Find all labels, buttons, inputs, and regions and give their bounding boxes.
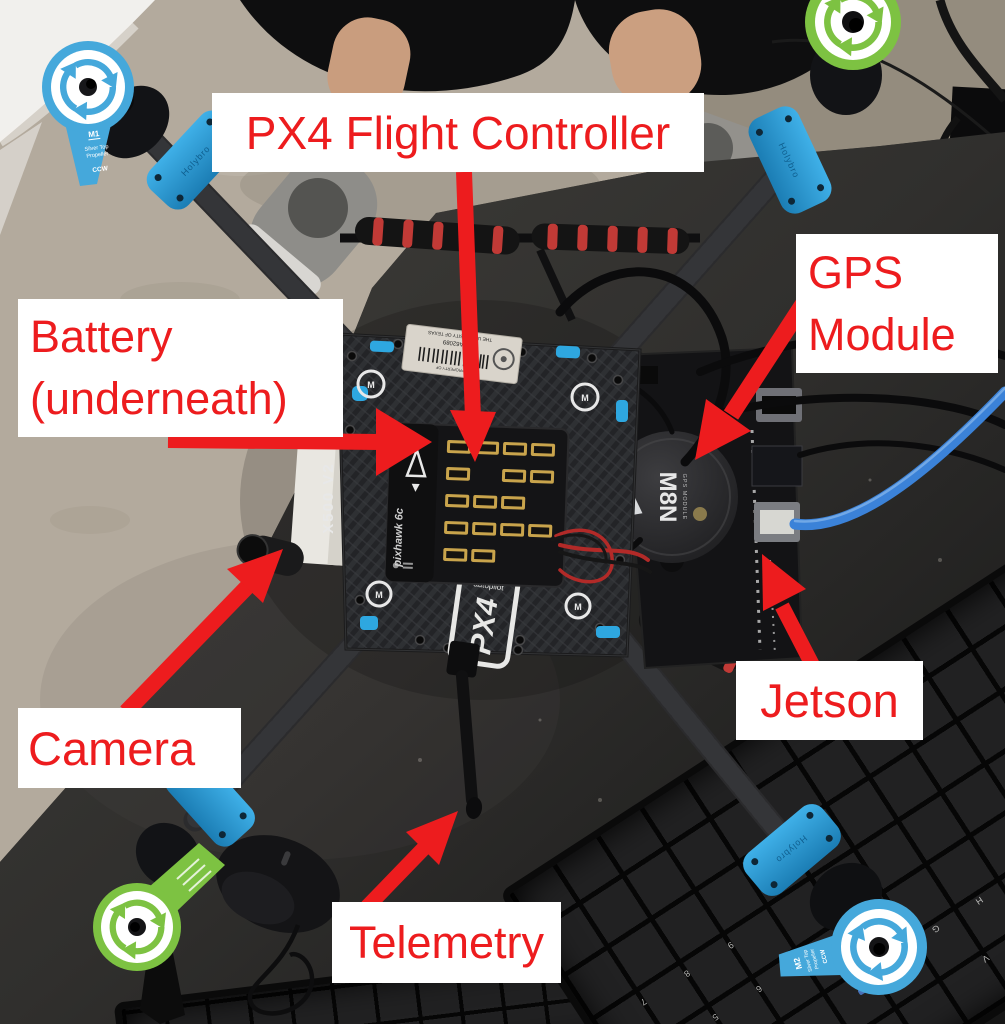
pixhawk-logo-mark bbox=[405, 446, 427, 478]
gps-model-text: M8N bbox=[654, 472, 681, 523]
tag-motor-id: M2 bbox=[791, 956, 804, 970]
label-gps-module: GPS Module bbox=[796, 234, 998, 373]
label-telemetry-text: Telemetry bbox=[348, 916, 545, 968]
floor-stain bbox=[50, 506, 130, 534]
pixhawk-flight-controller: pixhawk 6c bbox=[384, 422, 570, 588]
leg-skin bbox=[327, 17, 411, 114]
prop-tag-top-right bbox=[805, 0, 901, 70]
camera-unit bbox=[236, 428, 357, 576]
gps-module-puck: M8N GPS MODULE bbox=[606, 431, 738, 572]
floor bbox=[0, 0, 1005, 862]
label-battery-line1: Battery bbox=[30, 311, 173, 362]
pixhawk-logo-mark bbox=[411, 483, 420, 492]
svg-text:M: M bbox=[574, 602, 582, 612]
label-telemetry: Telemetry bbox=[332, 902, 561, 983]
computer-mouse bbox=[216, 835, 340, 1016]
shoe-lace bbox=[288, 178, 348, 238]
label-jetson-text: Jetson bbox=[760, 674, 899, 727]
annotation-arrows bbox=[120, 171, 821, 913]
label-battery: Battery (underneath) bbox=[18, 299, 343, 437]
prop-tag-m2: M2 Silver Top Propeller CCW bbox=[778, 899, 927, 995]
prop-tag-m1: M1 Silver Top Propeller CCW bbox=[42, 41, 134, 186]
ethernet-cable bbox=[789, 386, 1005, 531]
power-wires bbox=[550, 528, 652, 584]
label-battery-line2: (underneath) bbox=[30, 373, 288, 424]
gps-button bbox=[693, 507, 707, 521]
arrow-gps bbox=[695, 295, 814, 460]
arrow-telemetry bbox=[361, 811, 458, 913]
label-camera-text: Camera bbox=[28, 721, 196, 775]
label-flight-controller-text: PX4 Flight Controller bbox=[245, 106, 671, 159]
tag-motor-id: M1 bbox=[88, 129, 101, 139]
prop-tag-m3 bbox=[93, 843, 225, 971]
telemetry-antenna bbox=[446, 640, 483, 819]
tag-line1: Silver Top bbox=[802, 949, 814, 973]
tag-direction: CCW bbox=[820, 948, 830, 964]
arrow-battery bbox=[167, 408, 432, 476]
arrow-jetson bbox=[762, 554, 821, 672]
tag-direction: CCW bbox=[92, 165, 109, 174]
tag-line1: Silver Top bbox=[84, 144, 109, 153]
arrow-flight-controller bbox=[450, 171, 496, 462]
antenna-wire bbox=[771, 38, 1005, 150]
blue-clips bbox=[352, 340, 628, 638]
label-flight-controller: PX4 Flight Controller bbox=[212, 93, 704, 172]
label-gps-line1: GPS bbox=[808, 246, 904, 298]
pixhawk-brand-text: pixhawk 6c bbox=[392, 508, 406, 568]
tag-line2: Propeller bbox=[86, 151, 109, 160]
svg-text:M: M bbox=[375, 590, 383, 600]
sticker-code-text: A62089 bbox=[442, 338, 464, 347]
leg-skin bbox=[608, 9, 702, 106]
motor-corner-marks: M M M M bbox=[356, 369, 600, 620]
tag-line2: Propeller bbox=[809, 948, 820, 970]
frame-model-text: X500 V2 bbox=[320, 462, 337, 534]
ethernet-plug bbox=[760, 510, 794, 534]
svg-text:M: M bbox=[581, 393, 589, 403]
label-gps-line2: Module bbox=[808, 308, 956, 360]
arrow-camera bbox=[120, 549, 283, 718]
mouse-wheel bbox=[281, 851, 291, 866]
usb-port bbox=[751, 445, 803, 487]
label-jetson: Jetson bbox=[736, 661, 923, 740]
gps-sublabel-text: GPS MODULE bbox=[681, 474, 687, 521]
mouse-cable bbox=[247, 924, 315, 1016]
sticker-property-text: PROPERTY OF bbox=[435, 365, 464, 374]
svg-text:M: M bbox=[367, 380, 375, 390]
label-camera: Camera bbox=[18, 708, 241, 788]
corner-cable bbox=[935, 0, 1005, 103]
